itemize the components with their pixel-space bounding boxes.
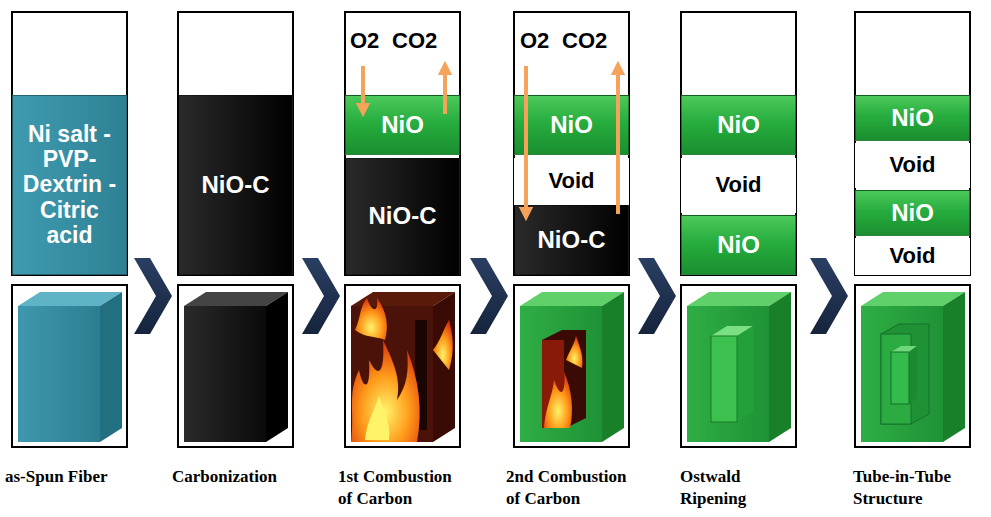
precursor-band: Ni salt -PVP- Dextrin -Citric acid [12,95,127,275]
step-caption: 2nd Combustion of Carbon [506,466,640,510]
fiber-as-spun [18,292,122,442]
gas-label: CO2 [392,28,437,54]
gas-label-box: O2 [350,28,390,54]
step-caption-box: 2nd Combustion of Carbon [506,466,640,510]
band-label: NiO [717,232,760,258]
fiber-ripened [687,292,791,442]
gas-label: O2 [350,28,379,54]
band-label: NiO-C [202,172,270,198]
column-frames [12,12,970,447]
step-caption: Ostwald Ripening [680,466,810,510]
fiber-tube-in-tube [861,292,965,442]
oxide-band: NiO [345,95,460,155]
void-band: Void [855,238,970,275]
gas-label: O2 [520,28,549,54]
band-label: NiO-C [369,203,437,229]
fiber-carbonized [184,292,288,442]
band-label: NiO [550,112,593,138]
gas-label-box: CO2 [392,28,458,54]
band-label: NiO [891,200,934,226]
composite-band: NiO-C [345,158,460,275]
oxide-band: NiO [855,95,970,141]
step-caption-box: 1st Combustion of Carbon [338,466,470,510]
step-caption: 1st Combustion of Carbon [338,466,470,510]
step-caption: as-Spun Fiber [5,466,108,488]
co2-arrow [443,68,447,114]
co2-arrow [616,68,620,214]
step-caption: Tube-in-Tube Structure [853,466,983,510]
void-band: Void [514,158,629,205]
step-caption: Carbonization [172,466,277,488]
composite-band: NiO-C [178,95,293,275]
gas-label: CO2 [562,28,607,54]
oxide-band: NiO [514,95,629,155]
band-label: Ni salt -PVP- Dextrin -Citric acid [17,122,122,248]
composite-band: NiO-C [514,205,629,275]
step-caption-box: Tube-in-Tube Structure [853,466,983,510]
band-label: NiO [891,105,934,131]
band-label: Void [889,244,935,268]
band-label: Void [548,169,594,193]
band-label: Void [715,173,761,197]
step-caption-box: Ostwald Ripening [680,466,810,510]
oxygen-arrow [361,66,365,110]
oxide-band: NiO [681,95,796,155]
band-label: Void [889,153,935,177]
gas-label-box: O2 [520,28,560,54]
fiber-partially-burnt [520,292,624,442]
band-label: NiO-C [538,227,606,253]
oxide-band: NiO [681,215,796,275]
step-caption-box: as-Spun Fiber [5,466,155,488]
band-label: NiO [717,112,760,138]
oxide-band: NiO [855,190,970,236]
gas-label-box: CO2 [562,28,628,54]
fiber-burning [351,292,455,442]
void-band: Void [855,143,970,188]
void-band: Void [681,158,796,213]
band-label: NiO [381,112,424,138]
oxygen-arrow [524,66,528,214]
step-caption-box: Carbonization [172,466,322,488]
